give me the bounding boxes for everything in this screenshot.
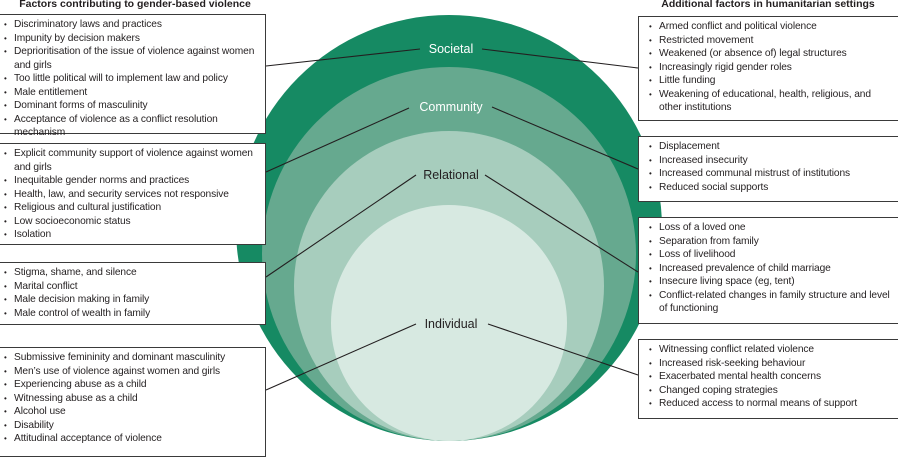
factor-item: Dominant forms of masculinity	[4, 99, 261, 113]
factor-item: Experiencing abuse as a child	[4, 378, 261, 392]
factor-item: Conflict-related changes in family struc…	[649, 289, 895, 316]
factor-item: Health, law, and security services not r…	[4, 188, 261, 202]
factor-item: Witnessing abuse as a child	[4, 392, 261, 406]
factor-item: Insecure living space (eg, tent)	[649, 275, 895, 289]
connector-relational-left	[265, 174, 417, 278]
left-community-factors-box: Explicit community support of violence a…	[0, 143, 266, 245]
factor-item: Weakening of educational, health, religi…	[649, 88, 895, 115]
connector-individual-left	[265, 323, 417, 391]
factor-item: Too little political will to implement l…	[4, 72, 261, 86]
factor-item: Increased communal mistrust of instituti…	[649, 167, 895, 181]
factor-list: Armed conflict and political violenceRes…	[649, 20, 895, 115]
right-societal-factors-box: Armed conflict and political violenceRes…	[638, 16, 898, 121]
factor-item: Increased risk-seeking behaviour	[649, 357, 895, 371]
factor-item: Male decision making in family	[4, 293, 261, 307]
factor-item: Submissive femininity and dominant mascu…	[4, 351, 261, 365]
factor-item: Loss of livelihood	[649, 248, 895, 262]
connector-community-right	[491, 106, 639, 170]
level-label-community: Community	[419, 100, 483, 114]
factor-item: Discriminatory laws and practices	[4, 18, 261, 32]
factor-item: Loss of a loved one	[649, 221, 895, 235]
left-relational-factors-box: Stigma, shame, and silenceMarital confli…	[0, 262, 266, 325]
factor-item: Stigma, shame, and silence	[4, 266, 261, 280]
factor-item: Weakened (or absence of) legal structure…	[649, 47, 895, 61]
left-societal-factors-box: Discriminatory laws and practicesImpunit…	[0, 14, 266, 138]
level-label-societal: Societal	[429, 42, 473, 56]
factor-item: Acceptance of violence as a conflict res…	[4, 113, 261, 140]
factor-item: Reduced social supports	[649, 181, 895, 195]
factor-item: Separation from family	[649, 235, 895, 249]
factor-item: Restricted movement	[649, 34, 895, 48]
factor-item: Attitudinal acceptance of violence	[4, 432, 261, 446]
factor-list: Loss of a loved oneSeparation from famil…	[649, 221, 895, 316]
factor-item: Displacement	[649, 140, 895, 154]
level-label-individual: Individual	[425, 317, 478, 331]
connector-relational-right	[484, 174, 639, 273]
left-individual-factors-box: Submissive femininity and dominant mascu…	[0, 347, 266, 457]
factor-item: Isolation	[4, 228, 261, 242]
factor-list: Explicit community support of violence a…	[4, 147, 261, 242]
factor-item: Alcohol use	[4, 405, 261, 419]
factor-item: Increased insecurity	[649, 154, 895, 168]
factor-list: Stigma, shame, and silenceMarital confli…	[4, 266, 261, 320]
factor-item: Marital conflict	[4, 280, 261, 294]
factor-list: Discriminatory laws and practicesImpunit…	[4, 18, 261, 140]
factor-item: Inequitable gender norms and practices	[4, 174, 261, 188]
factor-item: Witnessing conflict related violence	[649, 343, 895, 357]
factor-item: Men’s use of violence against women and …	[4, 365, 261, 379]
right-individual-factors-box: Witnessing conflict related violenceIncr…	[638, 339, 898, 419]
level-label-relational: Relational	[423, 168, 479, 182]
factor-list: Witnessing conflict related violenceIncr…	[649, 343, 895, 411]
factor-list: DisplacementIncreased insecurityIncrease…	[649, 140, 895, 194]
factor-item: Explicit community support of violence a…	[4, 147, 261, 174]
individual-circle	[331, 205, 567, 441]
connector-community-left	[265, 107, 410, 173]
factor-list: Submissive femininity and dominant mascu…	[4, 351, 261, 446]
factor-item: Armed conflict and political violence	[649, 20, 895, 34]
factor-item: Reduced access to normal means of suppor…	[649, 397, 895, 411]
right-community-factors-box: DisplacementIncreased insecurityIncrease…	[638, 136, 898, 202]
factor-item: Disability	[4, 419, 261, 433]
connector-individual-right	[487, 323, 639, 376]
factor-item: Low socioeconomic status	[4, 215, 261, 229]
factor-item: Little funding	[649, 74, 895, 88]
factor-item: Exacerbated mental health concerns	[649, 370, 895, 384]
factor-item: Changed coping strategies	[649, 384, 895, 398]
factor-item: Male control of wealth in family	[4, 307, 261, 321]
right-column-heading: Additional factors in humanitarian setti…	[661, 0, 875, 10]
factor-item: Religious and cultural justification	[4, 201, 261, 215]
connector-societal-left	[265, 48, 421, 67]
connector-societal-right	[481, 48, 639, 69]
factor-item: Impunity by decision makers	[4, 32, 261, 46]
left-column-heading: Factors contributing to gender-based vio…	[19, 0, 251, 10]
factor-item: Male entitlement	[4, 86, 261, 100]
factor-item: Increasingly rigid gender roles	[649, 61, 895, 75]
factor-item: Deprioritisation of the issue of violenc…	[4, 45, 261, 72]
factor-item: Increased prevalence of child marriage	[649, 262, 895, 276]
right-relational-factors-box: Loss of a loved oneSeparation from famil…	[638, 217, 898, 324]
